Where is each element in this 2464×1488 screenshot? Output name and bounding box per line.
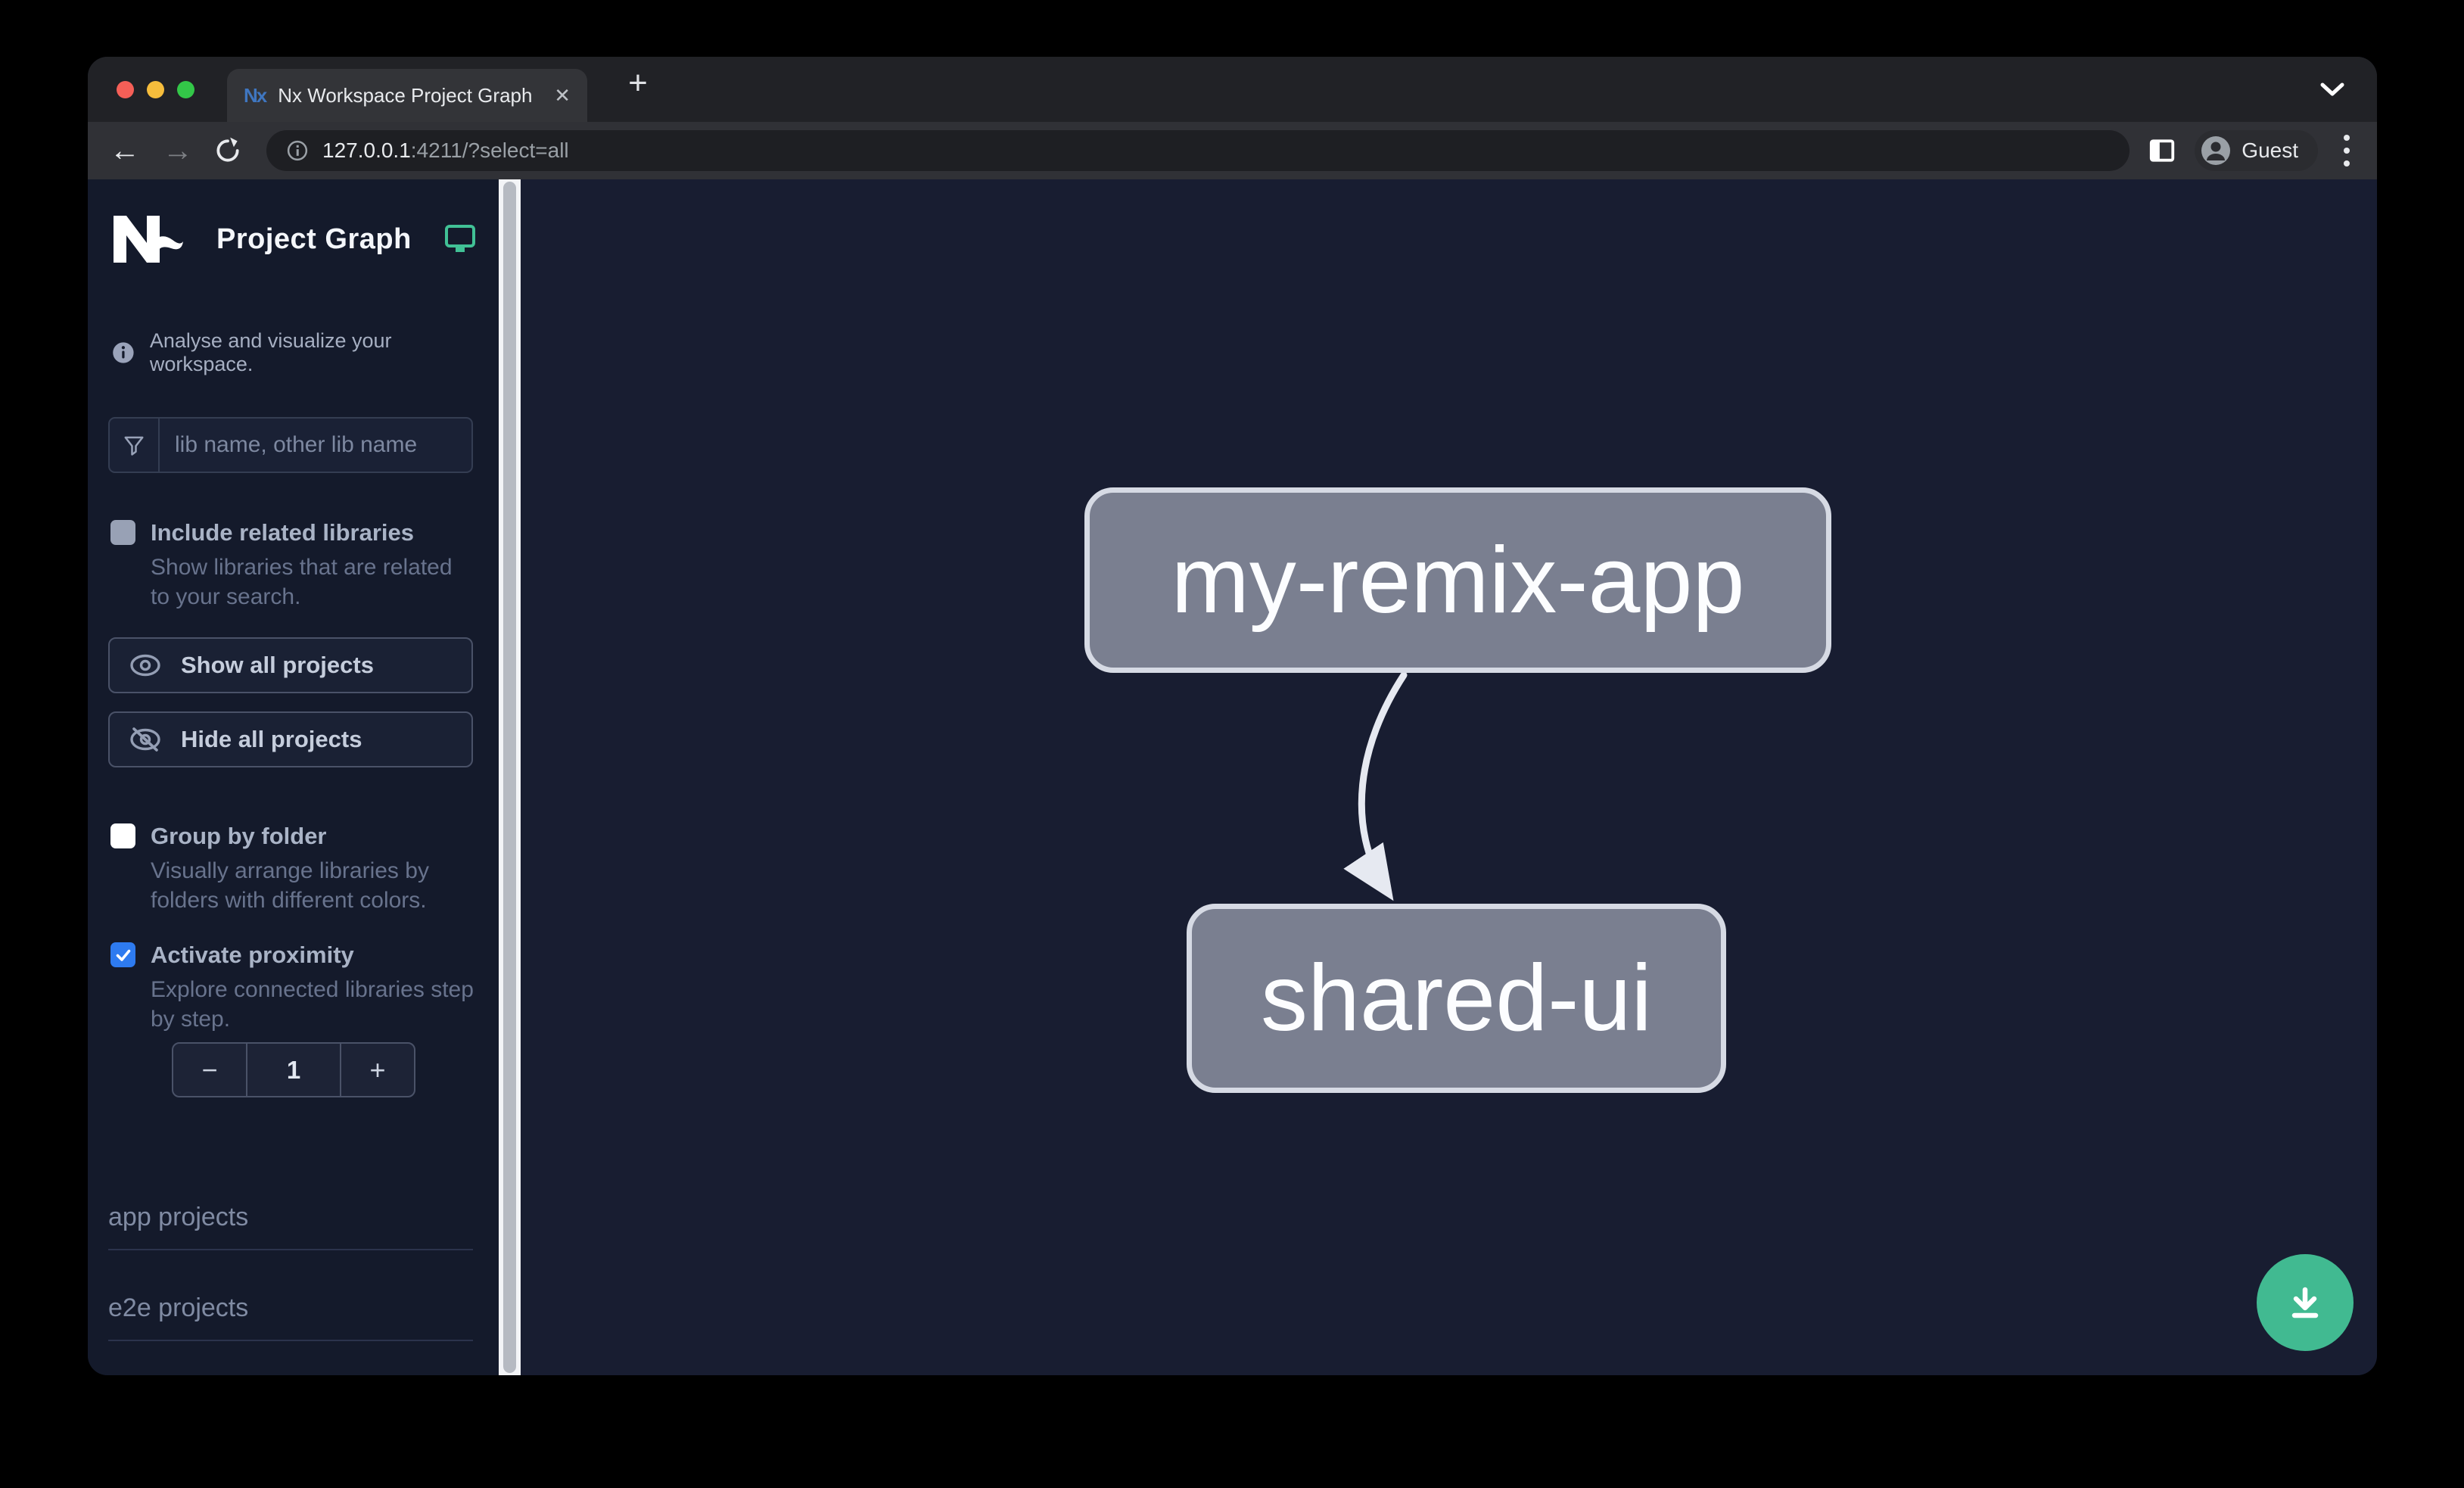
url-text[interactable]: 127.0.0.1:4211/?select=all xyxy=(322,139,569,162)
button-label: Hide all projects xyxy=(181,726,362,752)
group-by-folder-checkbox[interactable] xyxy=(110,823,135,848)
proximity-stepper: − 1 + xyxy=(172,1042,415,1097)
tab-strip: Nx Nx Workspace Project Graph ✕ + xyxy=(88,57,2377,122)
activate-proximity-checkbox[interactable] xyxy=(110,942,135,967)
filter-icon xyxy=(110,419,160,472)
download-icon xyxy=(2291,1287,2319,1318)
stepper-value: 1 xyxy=(286,1055,301,1084)
graph-node-my-remix-app[interactable]: my-remix-app xyxy=(1084,487,1831,673)
search-box xyxy=(108,417,482,473)
download-graph-button[interactable] xyxy=(2257,1254,2354,1351)
dependency-edge xyxy=(1343,671,1408,901)
tab-title: Nx Workspace Project Graph xyxy=(278,83,533,107)
sidebar-scrollbar[interactable] xyxy=(499,179,521,1375)
eye-icon xyxy=(130,654,160,677)
minimize-window-button[interactable] xyxy=(147,81,164,98)
profile-label: Guest xyxy=(2242,139,2298,162)
sidebar-header: Project Graph xyxy=(114,216,475,263)
graph-canvas[interactable]: my-remix-app shared-ui xyxy=(521,179,2377,1375)
section-app-projects: app projects xyxy=(108,1203,473,1250)
option-group-by-folder: Group by folder Visually arrange librari… xyxy=(110,822,474,915)
fullscreen-window-button[interactable] xyxy=(177,81,194,98)
back-button[interactable]: ← xyxy=(110,134,140,167)
search-input[interactable] xyxy=(160,432,482,458)
option-description: Show libraries that are related to your … xyxy=(151,555,453,609)
option-label: Include related libraries xyxy=(151,519,415,546)
page-content: Project Graph Analyse and visualize your… xyxy=(88,179,2377,1375)
tagline-row: Analyse and visualize your workspace. xyxy=(112,329,499,376)
option-description: Explore connected libraries step by step… xyxy=(151,977,474,1032)
site-info-icon[interactable] xyxy=(286,139,309,162)
hide-all-projects-button[interactable]: Hide all projects xyxy=(108,711,473,767)
option-activate-proximity: Activate proximity Explore connected lib… xyxy=(110,941,474,1034)
option-include-related: Include related libraries Show libraries… xyxy=(110,518,474,612)
increment-button[interactable]: + xyxy=(340,1044,414,1096)
profile-button[interactable]: Guest xyxy=(2195,130,2318,171)
address-bar[interactable]: 127.0.0.1:4211/?select=all xyxy=(266,130,2130,171)
show-all-projects-button[interactable]: Show all projects xyxy=(108,637,473,693)
forward-button[interactable]: → xyxy=(163,134,193,167)
close-window-button[interactable] xyxy=(117,81,134,98)
include-related-checkbox[interactable] xyxy=(110,520,135,545)
option-label: Activate proximity xyxy=(151,942,354,968)
nx-logo xyxy=(114,216,183,263)
decrement-button[interactable]: − xyxy=(173,1044,247,1096)
browser-toolbar: ← → 127.0.0.1:4211/?select=all Guest xyxy=(88,122,2377,179)
option-description: Visually arrange libraries by folders wi… xyxy=(151,858,429,913)
reload-button[interactable] xyxy=(213,136,248,165)
page-title: Project Graph xyxy=(216,223,412,255)
section-e2e-projects: e2e projects xyxy=(108,1293,473,1341)
new-tab-button[interactable]: + xyxy=(628,64,648,101)
monitor-icon[interactable] xyxy=(444,225,475,254)
eye-off-icon xyxy=(130,727,160,752)
button-label: Show all projects xyxy=(181,652,374,678)
option-label: Group by folder xyxy=(151,823,327,849)
scrollbar-thumb[interactable] xyxy=(503,182,516,1373)
nx-favicon-icon: Nx xyxy=(244,83,267,107)
info-icon xyxy=(113,342,134,363)
browser-tab[interactable]: Nx Nx Workspace Project Graph ✕ xyxy=(227,69,587,122)
sidebar: Project Graph Analyse and visualize your… xyxy=(88,179,499,1375)
side-panel-icon[interactable] xyxy=(2148,136,2176,165)
browser-menu-button[interactable] xyxy=(2336,135,2357,167)
tab-search-chevron-icon[interactable] xyxy=(2315,72,2350,107)
traffic-lights xyxy=(117,81,194,98)
tagline-text: Analyse and visualize your workspace. xyxy=(149,329,392,375)
tab-close-icon[interactable]: ✕ xyxy=(554,83,571,107)
browser-window: Nx Nx Workspace Project Graph ✕ + ← → 12… xyxy=(88,57,2377,1375)
check-icon xyxy=(116,949,130,961)
graph-node-shared-ui[interactable]: shared-ui xyxy=(1187,904,1726,1093)
avatar-icon xyxy=(2201,136,2231,165)
